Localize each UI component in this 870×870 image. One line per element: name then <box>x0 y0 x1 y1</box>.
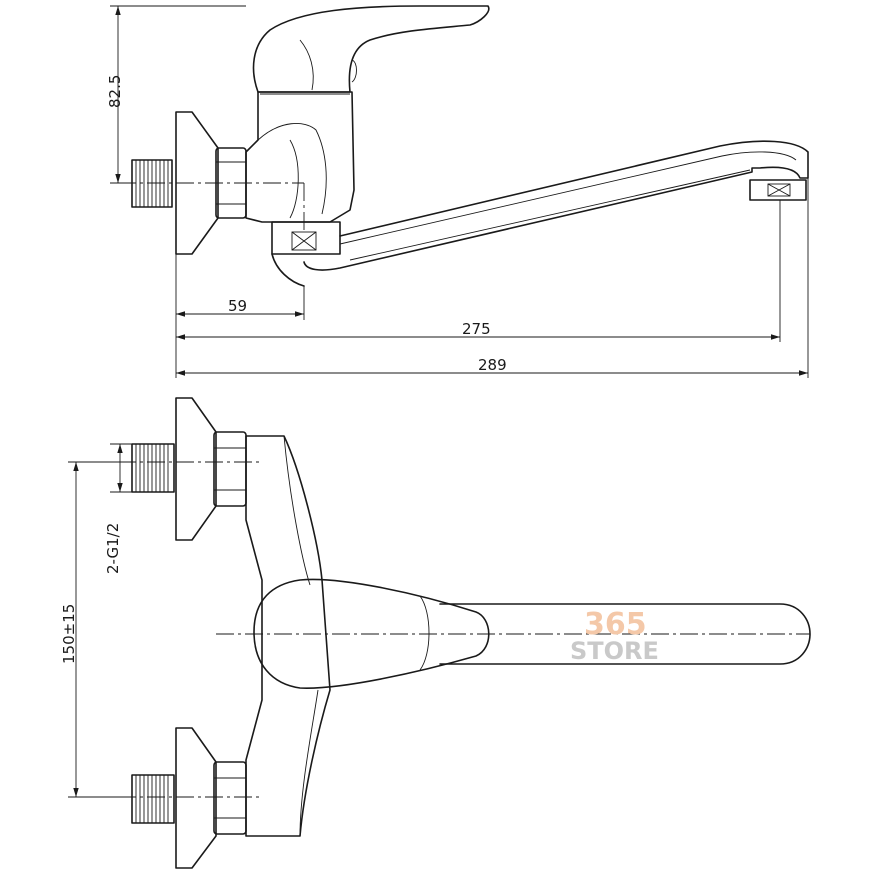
dim-275: 275 <box>176 320 780 340</box>
front-lever <box>253 578 490 689</box>
watermark-number: 365 <box>584 607 647 642</box>
dim-59-label: 59 <box>228 297 247 315</box>
dim-289: 289 <box>176 356 808 376</box>
dim-82-5: 82.5 <box>106 5 246 184</box>
dim-thread-label: 2-G1/2 <box>104 523 122 574</box>
side-spout-aerator <box>749 179 807 201</box>
front-lower-inlet <box>131 727 247 869</box>
side-lever <box>252 5 490 93</box>
store-watermark: 365 STORE <box>570 607 659 665</box>
watermark-text: STORE <box>570 637 659 665</box>
side-body <box>245 91 355 223</box>
front-upper-inlet <box>131 397 247 541</box>
dim-thread: 2-G1/2 <box>104 443 134 574</box>
dim-82-5-label: 82.5 <box>106 75 124 108</box>
dim-289-label: 289 <box>478 356 507 374</box>
side-inlet-thread <box>131 159 173 208</box>
front-body <box>245 435 331 837</box>
front-view <box>118 397 811 869</box>
dim-275-label: 275 <box>462 320 491 338</box>
side-view <box>118 5 809 287</box>
dim-150: 150±15 <box>60 461 134 798</box>
dim-59: 59 <box>176 297 304 317</box>
dim-150-label: 150±15 <box>60 604 78 664</box>
side-outlet-bottom <box>271 221 341 287</box>
side-spout <box>303 140 809 271</box>
